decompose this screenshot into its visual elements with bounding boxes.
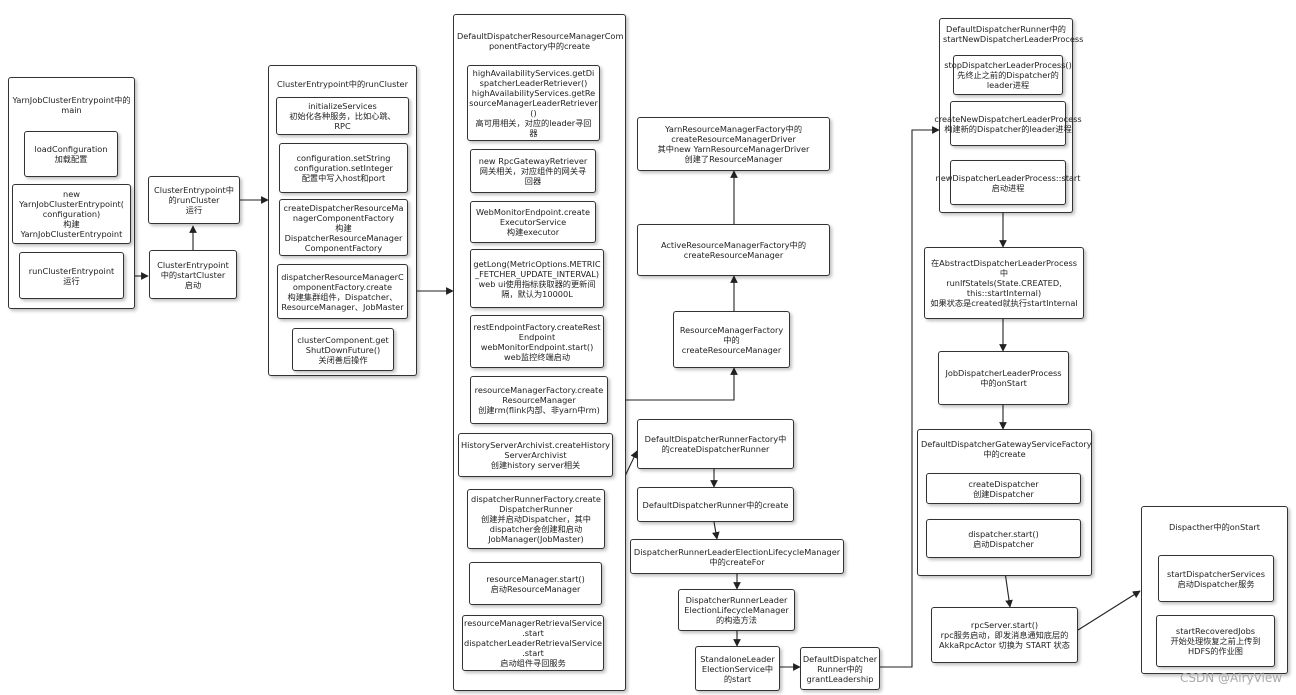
yarn-main-title: YarnJobClusterEntrypoint中的 main (12, 95, 131, 115)
ha-services-node: highAvailabilityServices.getDi spatcherL… (467, 65, 600, 141)
dispatcher-onstart-title: Dispacther中的onStart (1169, 522, 1260, 532)
start-dispatcher-services-node: startDispatcherServices 启动Dispatcher服务 (1158, 555, 1274, 602)
metric-fetcher-node: getLong(MetricOptions.METRIC _FETCHER_UP… (470, 249, 604, 308)
yarn-rm-factory-node: YarnResourceManagerFactory中的 createResou… (637, 117, 830, 171)
grant-leadership-node: DefaultDispatcher Runner中的 grantLeadersh… (800, 647, 880, 690)
create-dispatcher-node: createDispatcher 创建Dispatcher (926, 473, 1081, 504)
process-start-node: newDispatcherLeaderProcess::start 启动进程 (936, 160, 1081, 205)
job-leader-process-node: JobDispatcherLeaderProcess 中的onStart (938, 351, 1069, 405)
runcluster-node: ClusterEntrypoint中 的runCluster 运行 (148, 176, 240, 224)
run-entrypoint-node: runClusterEntrypoint 运行 (19, 252, 124, 299)
history-server-node: HistoryServerArchivist.createHistory Ser… (458, 433, 613, 477)
retrieval-services-node: resourceManagerRetrievalService .start d… (462, 615, 604, 671)
create-process-node: createNewDispatcherLeaderProcess 构建新的Dis… (934, 101, 1082, 146)
lifecycle-constructor-node: DispatcherRunnerLeader ElectionLifecycle… (678, 589, 795, 631)
arrow-rmcreate-to-rmfactory (608, 367, 738, 401)
factory-create-title: DefaultDispatcherResourceManagerCom pone… (457, 31, 624, 51)
default-runner-factory-node: DefaultDispatcherRunnerFactory中 的createD… (637, 419, 794, 469)
active-rm-factory-node: ActiveResourceManagerFactory中的 createRes… (637, 224, 830, 276)
csdn-watermark: CSDN @AiryView (1180, 671, 1283, 685)
start-recovered-jobs-node: startRecoveredJobs 开始处理恢复之前上传到 HDFS的作业图 (1156, 615, 1275, 667)
dispatcher-start-node: dispatcher.start() 启动Dispatcher (926, 519, 1081, 558)
component-create-node: dispatcherResourceManagerC omponentFacto… (277, 264, 408, 319)
rpc-gateway-node: new RpcGatewayRetriever 网关相关，对应组件的网关寻 回器 (470, 149, 596, 193)
rm-create-node: resourceManagerFactory.create ResourceMa… (470, 376, 608, 424)
gateway-factory-title: DefaultDispatcherGatewayServiceFactory 中… (921, 439, 1092, 459)
rm-factory-node: ResourceManagerFactory 中的 createResource… (673, 311, 790, 368)
runcluster-group-title: ClusterEntrypoint中的runCluster (277, 79, 408, 89)
lifecycle-createfor-node: DispatcherRunnerLeaderElectionLifecycleM… (630, 539, 844, 574)
stop-process-node: stopDispatcherLeaderProcess() 先终止之前的Disp… (944, 55, 1072, 95)
arrow-rpcserver-to-onstart (1077, 590, 1141, 631)
create-factory-node: createDispatcherResourceMa nagerComponen… (279, 199, 408, 256)
standalone-election-start-node: StandaloneLeader ElectionService中 的start (695, 646, 780, 691)
arrow-runnercreate-to-lifecycle (712, 521, 720, 540)
shutdown-future-node: clusterComponent.get ShutDownFuture() 关闭… (292, 328, 394, 371)
load-configuration-node: loadConfiguration 加载配置 (24, 131, 118, 177)
startcluster-node: ClusterEntrypoint 中的startCluster 启动 (149, 250, 237, 299)
new-entrypoint-node: new YarnJobClusterEntrypoint( configurat… (12, 184, 131, 244)
webmonitor-executor-node: WebMonitorEndpoint.create ExecutorServic… (470, 201, 596, 243)
rest-endpoint-node: restEndpointFactory.createRest Endpoint … (470, 315, 604, 368)
rm-start-node: resourceManager.start() 启动ResourceManage… (469, 562, 602, 605)
initialize-services-node: initializeServices 初始化各种服务，比如心跳、 RPC (276, 97, 409, 135)
run-if-state-node: 在AbstractDispatcherLeaderProcess中 runIfS… (924, 247, 1084, 319)
configuration-set-node: configuration.setString configuration.se… (279, 143, 408, 193)
rpc-server-start-node: rpcServer.start() rpc服务启动，即发消息通知底层的 Akka… (931, 607, 1078, 663)
default-runner-create-node: DefaultDispatcherRunner中的create (637, 487, 794, 522)
arrow-grant-to-startnewprocess (880, 126, 940, 668)
start-new-process-title: DefaultDispatcherRunner中的 startNewDispat… (943, 24, 1084, 44)
dispatcher-runner-create-node: dispatcherRunnerFactory.create Dispatche… (467, 489, 605, 549)
